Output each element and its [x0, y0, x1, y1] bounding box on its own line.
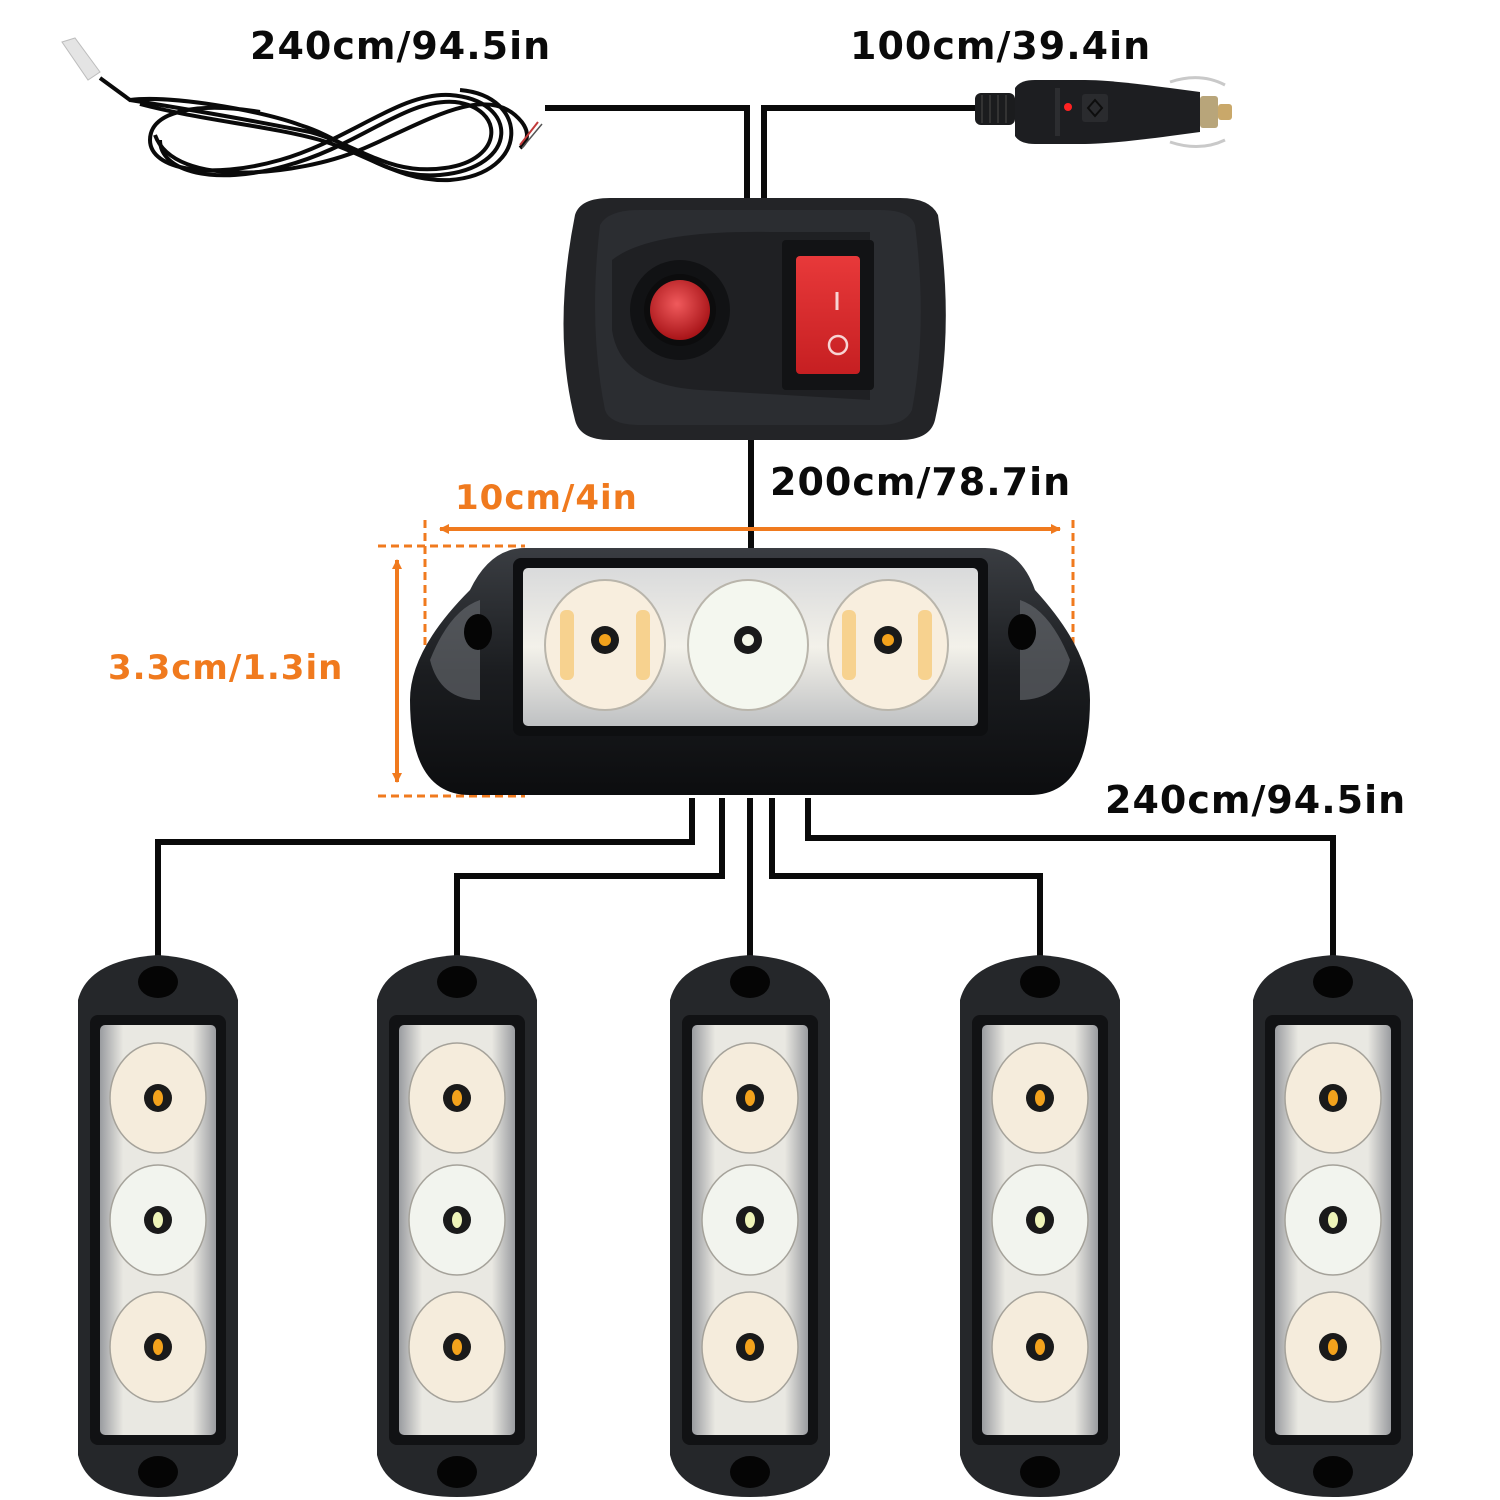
- top-wiring: [545, 105, 975, 200]
- switch-to-hub-length-label: 200cm/78.7in: [770, 460, 1072, 504]
- branch-lights: [78, 955, 1413, 1497]
- main-strobe-light: [410, 548, 1090, 795]
- cigarette-plug-icon: [975, 76, 1232, 148]
- branch-wiring: [155, 798, 1336, 960]
- branch-light-4: [960, 955, 1120, 1497]
- branch-light-5: [1253, 955, 1413, 1497]
- red-push-button-icon: [650, 280, 710, 340]
- switch-box: [563, 198, 946, 440]
- branch-wire-length-label: 240cm/94.5in: [1105, 778, 1407, 822]
- hardwire-cable-icon: [61, 37, 543, 183]
- branch-light-2: [377, 955, 537, 1497]
- cigarette-plug-length-label: 100cm/39.4in: [850, 24, 1152, 68]
- branch-light-1: [78, 955, 238, 1497]
- rocker-switch-icon: [796, 256, 860, 374]
- light-height-label: 3.3cm/1.3in: [108, 648, 344, 688]
- branch-light-3: [670, 955, 830, 1497]
- light-width-label: 10cm/4in: [455, 478, 638, 518]
- power-wire-length-label: 240cm/94.5in: [250, 24, 552, 68]
- main-led-row: [544, 579, 949, 711]
